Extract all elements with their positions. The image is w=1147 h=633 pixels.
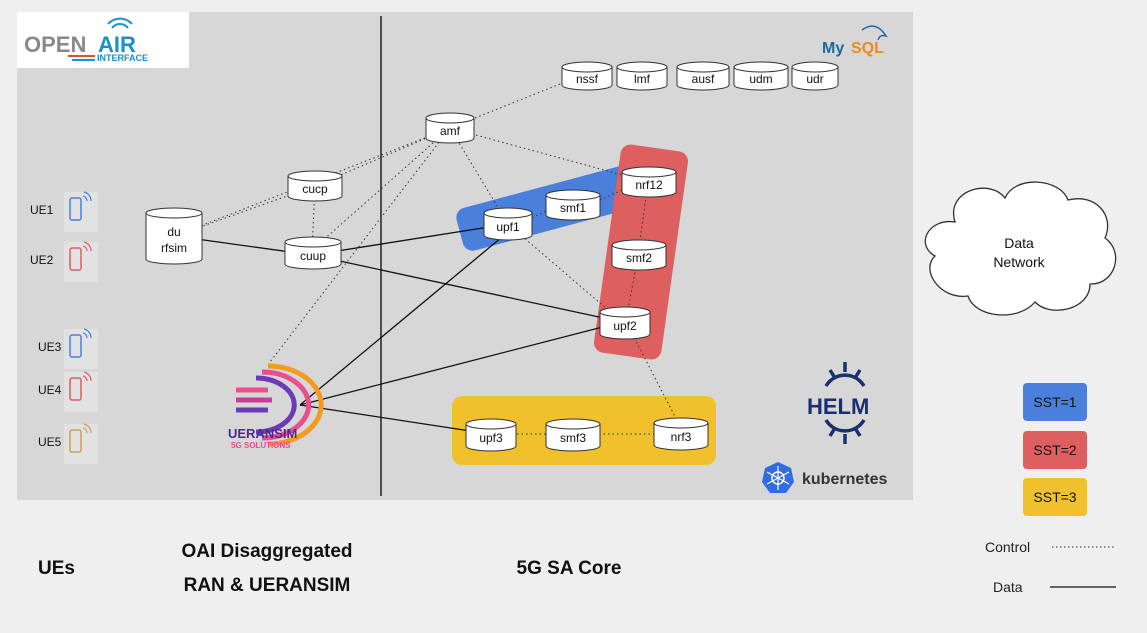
helm-text: HELM bbox=[807, 394, 869, 419]
node-nrf12: nrf12 bbox=[621, 166, 677, 198]
ue-3: UE3 bbox=[38, 328, 98, 369]
node-label-ausf: ausf bbox=[692, 72, 715, 86]
node-smf2: smf2 bbox=[611, 239, 667, 271]
ue-label: UE3 bbox=[38, 340, 62, 354]
kubernetes-logo: kubernetes bbox=[762, 462, 887, 493]
ue-1: UE1 bbox=[30, 191, 98, 232]
node-label-nrf3: nrf3 bbox=[671, 430, 692, 444]
ue-5: UE5 bbox=[38, 423, 98, 464]
link-legend: Control Data bbox=[985, 539, 1116, 595]
node-udm: udm bbox=[733, 61, 789, 91]
helm-logo: HELM bbox=[807, 362, 869, 444]
section-core: 5G SA Core bbox=[517, 558, 622, 579]
svg-text:SST=1: SST=1 bbox=[1033, 394, 1076, 410]
ueransim-name: UERANSIM bbox=[228, 426, 297, 441]
node-label-cucp: cucp bbox=[302, 182, 328, 196]
section-ues: UEs bbox=[38, 558, 75, 579]
node-upf3: upf3 bbox=[465, 418, 517, 452]
svg-text:SQL: SQL bbox=[851, 40, 884, 57]
ue-label: UE5 bbox=[38, 435, 62, 449]
ue-4: UE4 bbox=[38, 371, 98, 412]
node-label-upf3: upf3 bbox=[479, 431, 503, 445]
ue-label: UE1 bbox=[30, 203, 54, 217]
logo-air-text: AIR bbox=[98, 32, 136, 57]
phone-icon bbox=[69, 197, 82, 221]
ueransim-tag: 5G SOLUTIONS bbox=[231, 441, 291, 450]
node-upf2: upf2 bbox=[599, 306, 651, 340]
node-du-rfsim: du rfsim bbox=[145, 207, 203, 265]
node-label-nssf: nssf bbox=[576, 72, 599, 86]
node-ausf: ausf bbox=[676, 61, 730, 91]
node-label-amf: amf bbox=[440, 124, 461, 138]
node-smf1: smf1 bbox=[545, 189, 601, 221]
section-ran-line2: RAN & UERANSIM bbox=[184, 575, 351, 596]
svg-text:My: My bbox=[822, 40, 844, 57]
slice-legend-sst2 bbox=[1023, 431, 1087, 469]
node-cuup: cuup bbox=[284, 236, 342, 270]
node-label-nrf12: nrf12 bbox=[635, 178, 663, 192]
logo-open-text: OPEN bbox=[24, 32, 86, 57]
kubernetes-text: kubernetes bbox=[802, 471, 887, 488]
node-amf: amf bbox=[425, 112, 475, 144]
node-label-upf2: upf2 bbox=[613, 319, 637, 333]
logo-interface-text: INTERFACE bbox=[97, 53, 148, 63]
phone-icon bbox=[69, 377, 82, 401]
node-label-cuup: cuup bbox=[300, 249, 326, 263]
node-cucp: cucp bbox=[287, 170, 343, 202]
node-lmf: lmf bbox=[616, 61, 668, 91]
node-label-du_a: du bbox=[167, 225, 180, 239]
node-label-udr: udr bbox=[806, 72, 823, 86]
nodes: nssf lmf ausf udm udr amf nrf12 smf1 upf1 smf2 upf… bbox=[145, 61, 839, 452]
node-nrf3: nrf3 bbox=[653, 417, 709, 451]
openairinterface-logo: OPEN AIR INTERFACE bbox=[17, 12, 189, 68]
ue-label: UE4 bbox=[38, 383, 62, 397]
node-udr: udr bbox=[791, 61, 839, 91]
ue-2: UE2 bbox=[30, 241, 98, 282]
node-label-smf1: smf1 bbox=[560, 201, 586, 215]
svg-text:SST=2: SST=2 bbox=[1033, 442, 1076, 458]
slice-legend: SST=1 SST=2 SST=3 bbox=[1023, 383, 1087, 516]
node-label-smf3: smf3 bbox=[560, 431, 586, 445]
ue-label: UE2 bbox=[30, 253, 54, 267]
node-label-lmf: lmf bbox=[634, 72, 651, 86]
svg-text:SST=3: SST=3 bbox=[1033, 489, 1076, 505]
legend-data-label: Data bbox=[993, 579, 1023, 595]
node-smf3: smf3 bbox=[545, 418, 601, 452]
phone-icon bbox=[69, 247, 82, 271]
legend-control-label: Control bbox=[985, 539, 1030, 555]
data-network-cloud: Data Network bbox=[924, 181, 1117, 316]
node-label-du_b: rfsim bbox=[161, 241, 187, 255]
node-label-smf2: smf2 bbox=[626, 251, 652, 265]
node-upf1: upf1 bbox=[483, 207, 533, 241]
ueransim-logo: UERANSIM 5G SOLUTIONS bbox=[228, 363, 324, 450]
node-label-upf1: upf1 bbox=[496, 220, 520, 234]
phone-icon bbox=[69, 334, 82, 358]
node-nssf: nssf bbox=[561, 61, 613, 91]
mysql-logo: My SQL bbox=[822, 25, 888, 57]
phone-icon bbox=[69, 429, 82, 453]
slice-legend-sst1 bbox=[1023, 383, 1087, 421]
cloud-line1: Data bbox=[1004, 235, 1034, 251]
slice-legend-sst3 bbox=[1023, 478, 1087, 516]
section-ran-line1: OAI Disaggregated bbox=[181, 541, 352, 562]
cloud-line2: Network bbox=[993, 254, 1045, 270]
node-label-udm: udm bbox=[749, 72, 772, 86]
